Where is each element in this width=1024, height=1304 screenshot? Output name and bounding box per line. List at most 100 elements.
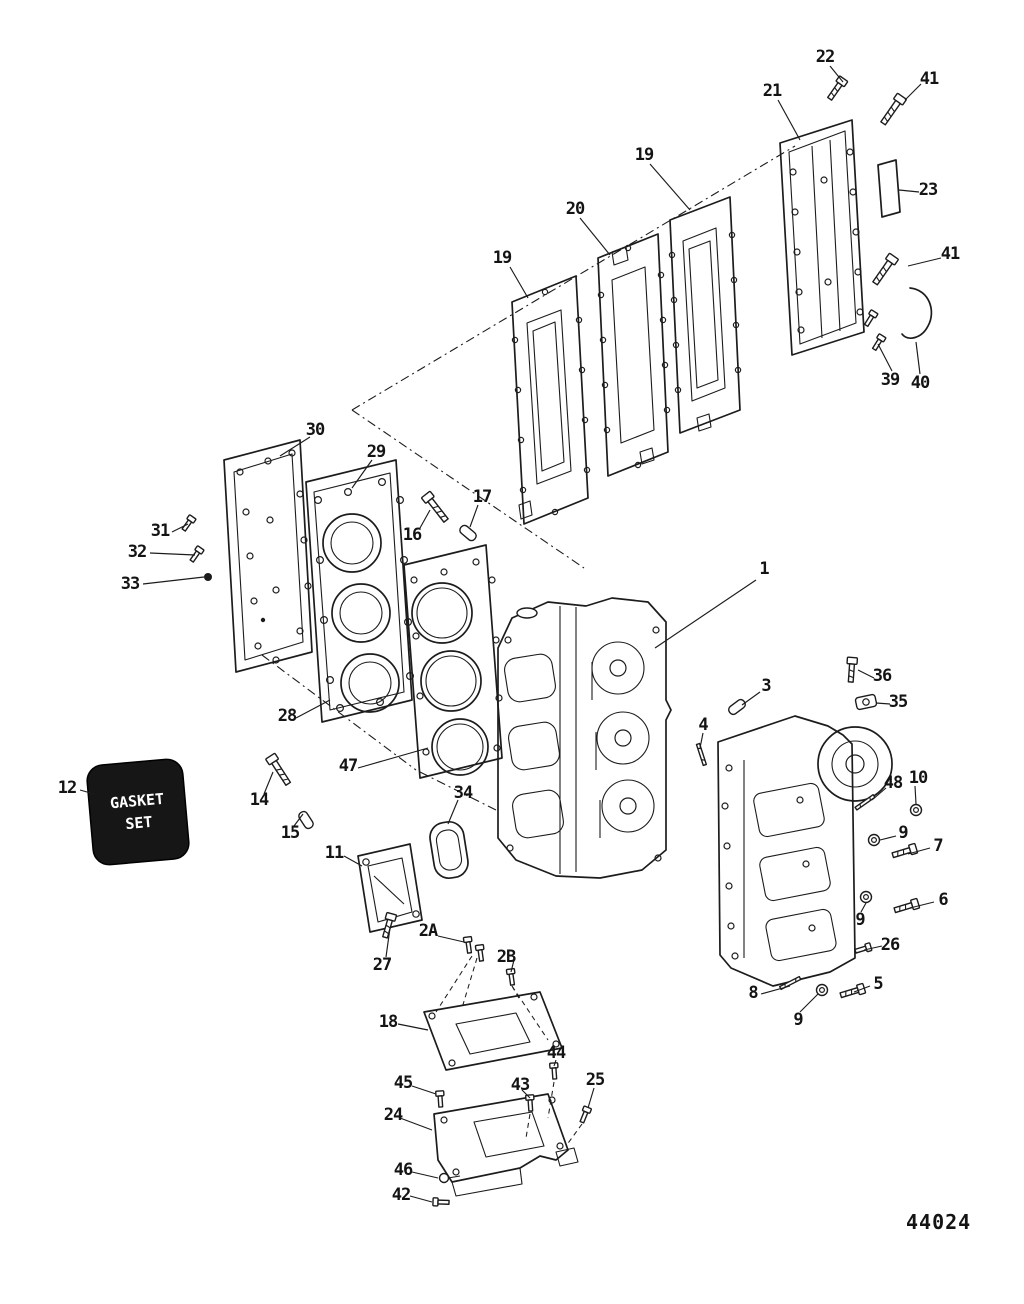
callout-9: 9 bbox=[855, 910, 865, 930]
callout-5: 5 bbox=[873, 974, 883, 994]
bolt-16 bbox=[420, 490, 452, 525]
callout-41: 41 bbox=[919, 69, 940, 89]
gasket-set-label-line2: SET bbox=[125, 813, 154, 833]
bolt-5 bbox=[838, 982, 867, 1001]
callout-34: 34 bbox=[453, 783, 474, 803]
hook-40 bbox=[901, 287, 933, 339]
head-cover-plate bbox=[223, 439, 313, 673]
stud-4 bbox=[695, 742, 708, 767]
crankcase-cover bbox=[717, 715, 893, 987]
callout-42: 42 bbox=[391, 1185, 412, 1205]
head-gasket bbox=[403, 544, 503, 779]
callout-21: 21 bbox=[762, 81, 783, 101]
callout-19: 19 bbox=[634, 145, 655, 165]
dowel-3 bbox=[726, 697, 748, 717]
screw-25 bbox=[577, 1105, 593, 1125]
fitting-46 bbox=[438, 1172, 461, 1184]
callout-20: 20 bbox=[565, 199, 586, 219]
washer-9c bbox=[815, 983, 829, 997]
callout-3: 3 bbox=[761, 676, 771, 696]
callout-23: 23 bbox=[918, 180, 939, 200]
callout-12: 12 bbox=[57, 778, 78, 798]
washer-9a bbox=[867, 833, 881, 847]
callout-1: 1 bbox=[759, 559, 769, 579]
bolt-22 bbox=[824, 75, 849, 103]
screw-39a bbox=[862, 308, 879, 329]
exhaust-cover bbox=[779, 119, 865, 356]
screw-43 bbox=[524, 1094, 536, 1112]
callout-41: 41 bbox=[940, 244, 961, 264]
gasket-set-label-line1: GASKET bbox=[109, 790, 165, 813]
leader-lines bbox=[79, 65, 942, 1203]
callout-45: 45 bbox=[393, 1073, 414, 1093]
gasket-set-box: GASKET SET bbox=[86, 758, 190, 866]
callout-31: 31 bbox=[150, 521, 171, 541]
callout-17: 17 bbox=[472, 487, 493, 507]
callout-2A: 2A bbox=[418, 921, 439, 941]
callout-47: 47 bbox=[338, 756, 359, 776]
plug-33 bbox=[204, 573, 212, 581]
washer-9b bbox=[859, 890, 873, 904]
callout-7: 7 bbox=[933, 836, 943, 856]
end-cap-seal bbox=[429, 820, 469, 880]
callout-36: 36 bbox=[872, 666, 893, 686]
screw-42 bbox=[432, 1197, 450, 1208]
callout-4: 4 bbox=[698, 715, 708, 735]
exhaust-inner-plate-left bbox=[511, 275, 591, 525]
screw-39b bbox=[870, 332, 887, 353]
callout-43: 43 bbox=[510, 1075, 531, 1095]
cylinder-head bbox=[305, 459, 415, 723]
callout-40: 40 bbox=[910, 373, 931, 393]
exhaust-middle-plate bbox=[597, 233, 671, 477]
callout-25: 25 bbox=[585, 1070, 606, 1090]
clamp-35 bbox=[854, 693, 878, 711]
callout-44: 44 bbox=[546, 1043, 567, 1063]
stud-48 bbox=[854, 793, 876, 811]
callout-8: 8 bbox=[748, 983, 758, 1003]
callout-19: 19 bbox=[492, 248, 513, 268]
bolt-7 bbox=[890, 842, 919, 861]
dowel-17 bbox=[457, 523, 479, 543]
bolt-36 bbox=[845, 656, 859, 684]
bolt-41-side bbox=[869, 252, 900, 288]
screw-2a-1 bbox=[462, 935, 475, 955]
callout-26: 26 bbox=[880, 935, 901, 955]
callout-9: 9 bbox=[793, 1010, 803, 1030]
callout-29: 29 bbox=[366, 442, 387, 462]
screw-45 bbox=[434, 1090, 446, 1108]
callout-48: 48 bbox=[883, 773, 904, 793]
hardware bbox=[179, 75, 933, 1208]
gasket-strip bbox=[877, 159, 901, 218]
callout-10: 10 bbox=[908, 768, 929, 788]
callout-30: 30 bbox=[305, 420, 326, 440]
end-cap bbox=[357, 843, 423, 933]
callout-18: 18 bbox=[378, 1012, 399, 1032]
drawing-number: 44024 bbox=[906, 1210, 972, 1234]
alignment-axis-lines bbox=[261, 145, 796, 811]
adapter-plate bbox=[423, 955, 563, 1071]
callout-35: 35 bbox=[888, 692, 909, 712]
bolt-14 bbox=[264, 752, 294, 788]
callout-28: 28 bbox=[277, 706, 298, 726]
callout-6: 6 bbox=[938, 890, 948, 910]
callout-9: 9 bbox=[898, 823, 908, 843]
callout-32: 32 bbox=[127, 542, 148, 562]
carb-adapter bbox=[433, 1093, 579, 1197]
callout-22: 22 bbox=[815, 47, 836, 67]
bolt-41-top bbox=[877, 92, 908, 128]
callout-2B: 2B bbox=[496, 947, 517, 967]
callout-46: 46 bbox=[393, 1160, 414, 1180]
callout-33: 33 bbox=[120, 574, 141, 594]
callout-24: 24 bbox=[383, 1105, 404, 1125]
callout-39: 39 bbox=[880, 370, 901, 390]
callout-11: 11 bbox=[324, 843, 345, 863]
callout-16: 16 bbox=[402, 525, 423, 545]
callout-14: 14 bbox=[249, 790, 270, 810]
callout-15: 15 bbox=[280, 823, 301, 843]
callout-27: 27 bbox=[372, 955, 393, 975]
dowel-15 bbox=[296, 809, 316, 831]
exhaust-inner-plate-right bbox=[668, 196, 742, 434]
screw-31 bbox=[179, 513, 197, 534]
